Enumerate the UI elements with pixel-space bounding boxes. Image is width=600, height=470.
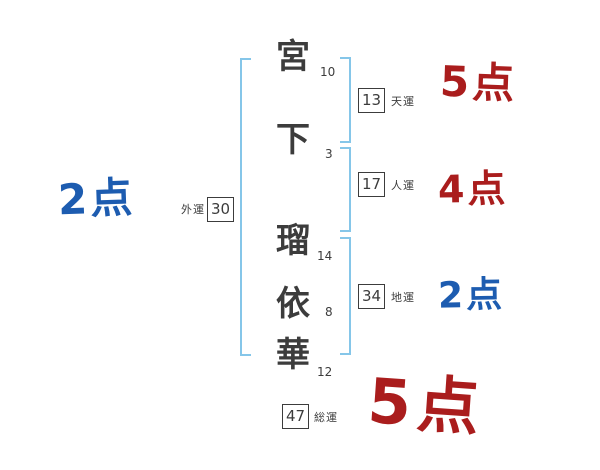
stroke-count-3: 14 [317, 249, 333, 263]
heaven-luck-score: 5点 [439, 56, 519, 109]
total-luck-score: 5点 [365, 364, 488, 445]
earth-luck-bracket [340, 237, 351, 355]
heaven-luck-value: 13 [358, 88, 386, 113]
heaven-luck-bracket [340, 57, 351, 143]
name-char-4: 依 [276, 284, 310, 324]
name-char-3: 瑠 [276, 221, 310, 261]
earth-luck-value: 34 [358, 284, 386, 309]
heaven-luck-label: 天運 [391, 95, 415, 108]
outer-luck-bracket [240, 58, 251, 356]
outer-luck-score: 2点 [57, 172, 137, 225]
stroke-count-2: 3 [325, 147, 333, 161]
name-char-1: 宮 [276, 37, 310, 77]
stroke-count-5: 12 [317, 365, 333, 379]
total-luck-value: 47 [282, 404, 310, 429]
person-luck-label: 人運 [391, 179, 415, 192]
total-luck-label: 総運 [314, 411, 338, 424]
person-luck-bracket [340, 147, 351, 232]
name-char-2: 下 [276, 120, 310, 160]
person-luck-score: 4点 [437, 166, 509, 212]
stroke-count-4: 8 [325, 305, 333, 319]
earth-luck-label: 地運 [391, 291, 415, 304]
name-char-5: 華 [276, 335, 310, 375]
outer-luck-value: 30 [207, 197, 235, 222]
stroke-count-1: 10 [320, 65, 336, 79]
person-luck-value: 17 [358, 172, 386, 197]
earth-luck-score: 2点 [437, 274, 506, 317]
outer-luck-label: 外運 [181, 203, 205, 216]
